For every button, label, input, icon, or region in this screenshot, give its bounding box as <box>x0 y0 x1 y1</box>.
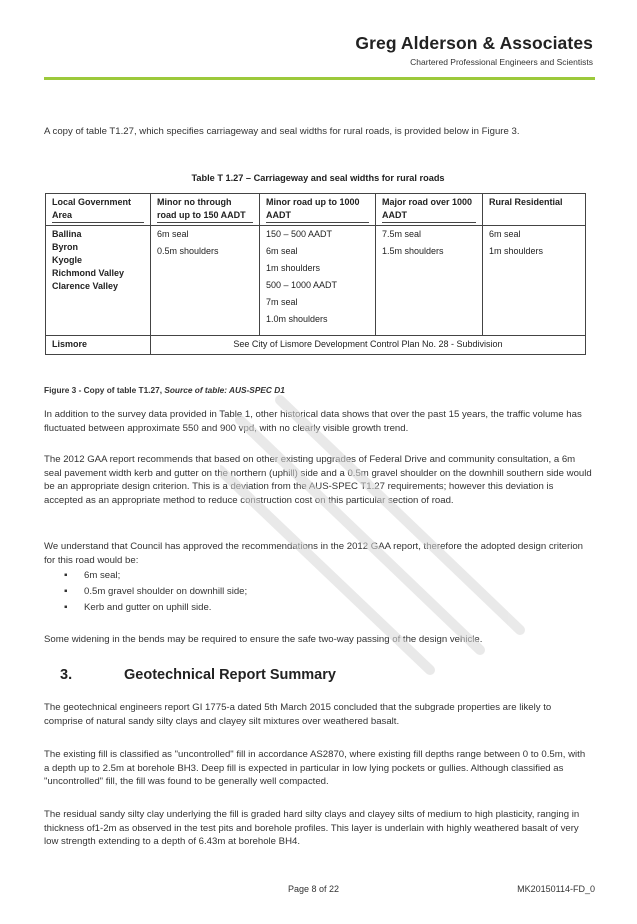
document-reference: MK20150114-FD_0 <box>517 884 595 894</box>
cell-major-road: 7.5m seal 1.5m shoulders <box>375 225 483 336</box>
table-caption: Table T 1.27 – Carriageway and seal widt… <box>191 173 445 183</box>
spec-line: 500 – 1000 AADT <box>266 280 338 290</box>
figure-caption-prefix: Figure 3 - Copy of table T1.27, <box>44 385 165 395</box>
company-name: Greg Alderson & Associates <box>355 33 593 53</box>
spec-line: 6m seal <box>266 246 298 256</box>
company-subtitle: Chartered Professional Engineers and Sci… <box>410 57 593 67</box>
cell-lismore-reference: See City of Lismore Development Control … <box>150 335 586 355</box>
fill-paragraph: The existing fill is classified as "unco… <box>44 749 586 787</box>
list-item: 6m seal; <box>64 568 247 584</box>
spec-line: 6m seal <box>489 229 521 239</box>
header-divider <box>44 77 595 80</box>
council-paragraph: We understand that Council has approved … <box>44 541 584 566</box>
area-name: Kyogle <box>52 255 83 265</box>
cell-minor-no-through: 6m seal 0.5m shoulders <box>150 225 260 336</box>
section-number: 3. <box>60 667 73 683</box>
col-header-major-road: Major road over 1000 AADT <box>375 193 483 226</box>
spec-line: 0.5m shoulders <box>157 246 219 256</box>
intro-paragraph: A copy of table T1.27, which specifies c… <box>44 126 520 137</box>
figure-caption: Figure 3 - Copy of table T1.27, Source o… <box>44 385 285 395</box>
seal-width-table: Local Government Area Minor no through r… <box>45 193 586 355</box>
widening-paragraph: Some widening in the bends may be requir… <box>44 634 483 645</box>
area-name: Clarence Valley <box>52 281 119 291</box>
table-row: Ballina Byron Kyogle Richmond Valley Cla… <box>45 225 586 336</box>
spec-line: 150 – 500 AADT <box>266 229 333 239</box>
area-name: Ballina <box>52 229 82 239</box>
area-name: Byron <box>52 242 79 252</box>
cell-minor-road: 150 – 500 AADT 6m seal 1m shoulders 500 … <box>259 225 376 336</box>
section-title: Geotechnical Report Summary <box>124 667 336 683</box>
table-header-row: Local Government Area Minor no through r… <box>45 193 586 226</box>
cell-lismore: Lismore <box>45 335 151 355</box>
residual-paragraph: The residual sandy silty clay underlying… <box>44 809 580 847</box>
criteria-list: 6m seal; 0.5m gravel shoulder on downhil… <box>64 568 247 616</box>
geotech-paragraph: The geotechnical engineers report GI 177… <box>44 702 552 727</box>
cell-rural-residential: 6m seal 1m shoulders <box>482 225 586 336</box>
table-row-lismore: Lismore See City of Lismore Development … <box>45 335 586 355</box>
col-header-area: Local Government Area <box>45 193 151 226</box>
col-header-minor-road: Minor road up to 1000 AADT <box>259 193 376 226</box>
col-header-rural-residential: Rural Residential <box>482 193 586 226</box>
list-item: Kerb and gutter on uphill side. <box>64 600 247 616</box>
list-item: 0.5m gravel shoulder on downhill side; <box>64 584 247 600</box>
spec-line: 1.5m shoulders <box>382 246 444 256</box>
spec-line: 7m seal <box>266 297 298 307</box>
area-name: Richmond Valley <box>52 268 125 278</box>
spec-line: 7.5m seal <box>382 229 422 239</box>
traffic-paragraph: In addition to the survey data provided … <box>44 409 582 434</box>
gaa-paragraph: The 2012 GAA report recommends that base… <box>44 454 592 506</box>
spec-line: 1m shoulders <box>489 246 544 256</box>
spec-line: 6m seal <box>157 229 189 239</box>
figure-caption-source: Source of table: AUS-SPEC D1 <box>164 385 285 395</box>
col-header-minor-no-through: Minor no through road up to 150 AADT <box>150 193 260 226</box>
spec-line: 1.0m shoulders <box>266 314 328 324</box>
spec-line: 1m shoulders <box>266 263 321 273</box>
cell-areas: Ballina Byron Kyogle Richmond Valley Cla… <box>45 225 151 336</box>
page-number: Page 8 of 22 <box>288 884 340 894</box>
